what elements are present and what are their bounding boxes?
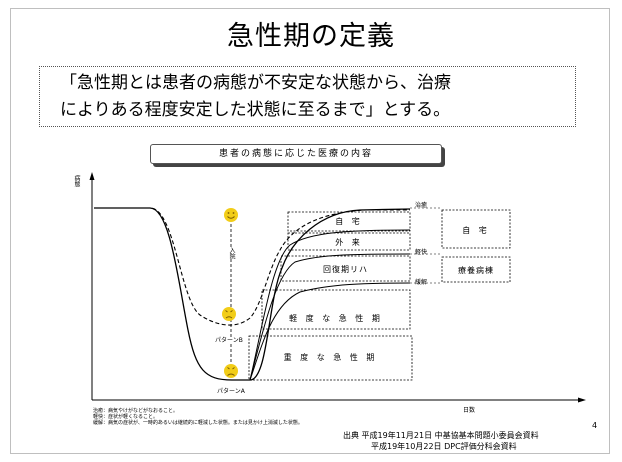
severe-acute-stage-box: [248, 335, 413, 381]
mild-acute-stage-label: 軽 度 な 急 性 期: [289, 314, 383, 323]
recovery-stage-label: 回復期リハ: [323, 265, 368, 274]
source-line-1: 出典 平成19年11月21日 中基協基本問題小委員会資料: [343, 431, 539, 440]
home-stage-label: 自 宅: [335, 217, 363, 226]
x-axis-label: 日数: [463, 407, 476, 414]
pattern-b-curve: [94, 207, 410, 326]
definition-notes: 治癒：病気やけがなどがなおること。 軽快：症状が軽くなること。 緩解：病気の症状…: [93, 408, 303, 426]
admission-label: 入院: [228, 247, 235, 259]
destination-care-ward-label: 療養病棟: [458, 266, 494, 275]
slide-frame: [10, 8, 610, 454]
label-kankai: 緩解: [415, 279, 428, 286]
destination-home-box: [441, 209, 511, 249]
label-keikai: 軽快: [415, 249, 428, 256]
y-axis-label: 病態: [73, 175, 80, 187]
recovery-stage-box: [280, 255, 411, 282]
definition-box: 「急性期とは患者の病態が不安定な状態から、治療 によりある程度安定した状態に至る…: [39, 66, 576, 127]
label-chiyu: 治癒: [415, 202, 428, 209]
branch-outpatient: [249, 229, 411, 381]
destination-home-label: 自 宅: [462, 226, 490, 235]
branch-mild-acute: [249, 282, 411, 381]
destination-care-ward-box: [441, 256, 511, 283]
note-kankai: 緩解：病気の症状が、一時的あるいは継続的に軽減した状態。または見かけ上消滅した状…: [93, 420, 303, 426]
note-chiyu: 治癒：病気やけがなどがなおること。: [93, 408, 179, 414]
mild-acute-stage-box: [261, 289, 411, 330]
smile-face-icon: [224, 208, 238, 222]
page-number: 4: [592, 421, 598, 430]
definition-line-2: によりある程度安定した状態に至るまで」とする。: [60, 100, 451, 120]
upset-face-a-icon: [224, 364, 238, 378]
x-axis-arrow: [578, 397, 586, 403]
note-keikai: 軽快：症状が軽くなること。: [93, 414, 159, 420]
definition-line-1: 「急性期とは患者の病態が不安定な状態から、治療: [60, 73, 451, 93]
severe-acute-stage-label: 重 度 な 急 性 期: [283, 353, 378, 362]
page-title: 急性期の定義: [227, 21, 395, 52]
chart-title: 患者の病態に応じた医療の内容: [150, 144, 442, 164]
branch-recovery: [249, 253, 411, 381]
home-stage-box: [287, 211, 411, 232]
outpatient-stage-box: [287, 232, 411, 251]
outpatient-stage-label: 外 来: [335, 238, 363, 247]
worried-face-b-icon: [222, 307, 236, 321]
pattern-b-label: パターンB: [215, 337, 243, 344]
y-axis-arrow: [89, 172, 95, 180]
source-line-2: 平成19年10月22日 DPC評価分科会資料: [371, 442, 517, 451]
pattern-a-label: パターンA: [217, 388, 245, 395]
